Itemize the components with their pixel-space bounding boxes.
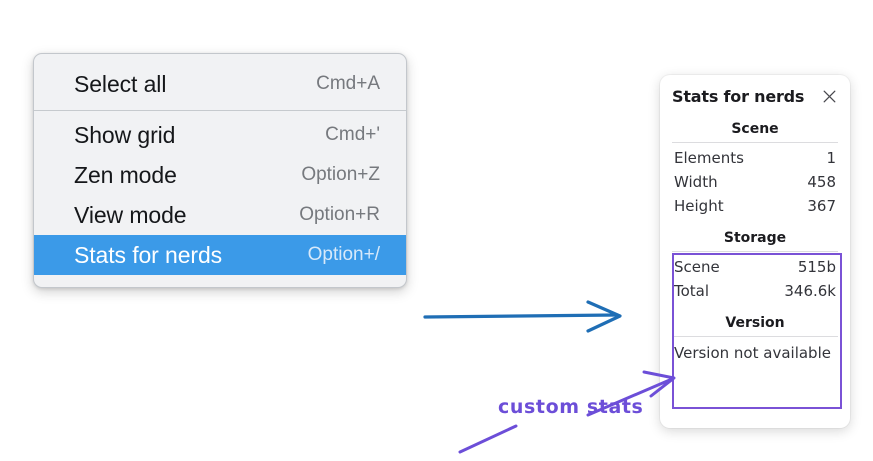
menu-item-shortcut: Cmd+A — [316, 73, 380, 94]
section-heading-scene: Scene — [731, 121, 779, 137]
stat-row-width: Width 458 — [672, 170, 838, 194]
blue-arrow-annotation — [423, 300, 622, 333]
stat-label: Elements — [674, 149, 744, 167]
stats-for-nerds-panel: Stats for nerds Scene Elements 1 Width 4… — [660, 75, 850, 428]
menu-item-zen-mode[interactable]: Zen mode Option+Z — [34, 155, 406, 195]
menu-item-view-mode[interactable]: View mode Option+R — [34, 195, 406, 235]
stat-label: Width — [674, 173, 718, 191]
stat-row-scene-storage: Scene 515b — [672, 255, 838, 279]
menu-item-show-grid[interactable]: Show grid Cmd+' — [34, 115, 406, 155]
section-divider — [672, 142, 838, 143]
stat-value: 367 — [807, 197, 836, 215]
menu-item-label: Stats for nerds — [74, 241, 223, 268]
menu-separator — [34, 110, 406, 111]
section-divider — [672, 336, 838, 337]
menu-item-shortcut: Option+/ — [307, 244, 380, 265]
menu-item-label: View mode — [74, 201, 187, 228]
panel-header: Stats for nerds — [672, 87, 838, 106]
purple-arrow-annotation — [458, 370, 676, 454]
menu-item-shortcut: Option+Z — [301, 164, 380, 185]
section-version: Version Version not available — [672, 312, 838, 366]
section-heading-storage: Storage — [723, 230, 787, 246]
menu-item-stats-for-nerds[interactable]: Stats for nerds Option+/ — [34, 235, 406, 275]
version-status-text: Version not available — [674, 344, 831, 362]
stat-label: Total — [674, 282, 710, 300]
custom-stats-label: custom stats — [498, 396, 644, 418]
menu-item-label: Zen mode — [74, 161, 177, 188]
stat-label: Scene — [674, 258, 720, 276]
stat-value: 346.6k — [784, 282, 836, 300]
stat-label: Height — [674, 197, 724, 215]
stat-row-total-storage: Total 346.6k — [672, 279, 838, 303]
close-icon[interactable] — [821, 88, 838, 105]
stat-row-elements: Elements 1 — [672, 146, 838, 170]
context-menu: Select all Cmd+A Show grid Cmd+' Zen mod… — [33, 53, 407, 288]
menu-item-shortcut: Option+R — [299, 204, 380, 225]
stat-value: 515b — [797, 258, 836, 276]
section-storage: Storage Scene 515b Total 346.6k — [672, 227, 838, 303]
section-scene: Scene Elements 1 Width 458 Height 367 — [672, 118, 838, 218]
stat-row-height: Height 367 — [672, 194, 838, 218]
stat-value: 1 — [826, 149, 836, 167]
stat-value: 458 — [807, 173, 836, 191]
menu-group-view: Show grid Cmd+' Zen mode Option+Z View m… — [34, 111, 406, 279]
menu-item-shortcut: Cmd+' — [325, 124, 380, 145]
menu-item-select-all[interactable]: Select all Cmd+A — [34, 64, 406, 104]
section-divider — [672, 251, 838, 252]
menu-item-label: Show grid — [74, 121, 176, 148]
panel-title: Stats for nerds — [672, 87, 805, 106]
menu-item-label: Select all — [74, 70, 167, 97]
menu-group-selection: Select all Cmd+A — [34, 60, 406, 108]
section-heading-version: Version — [725, 315, 785, 331]
